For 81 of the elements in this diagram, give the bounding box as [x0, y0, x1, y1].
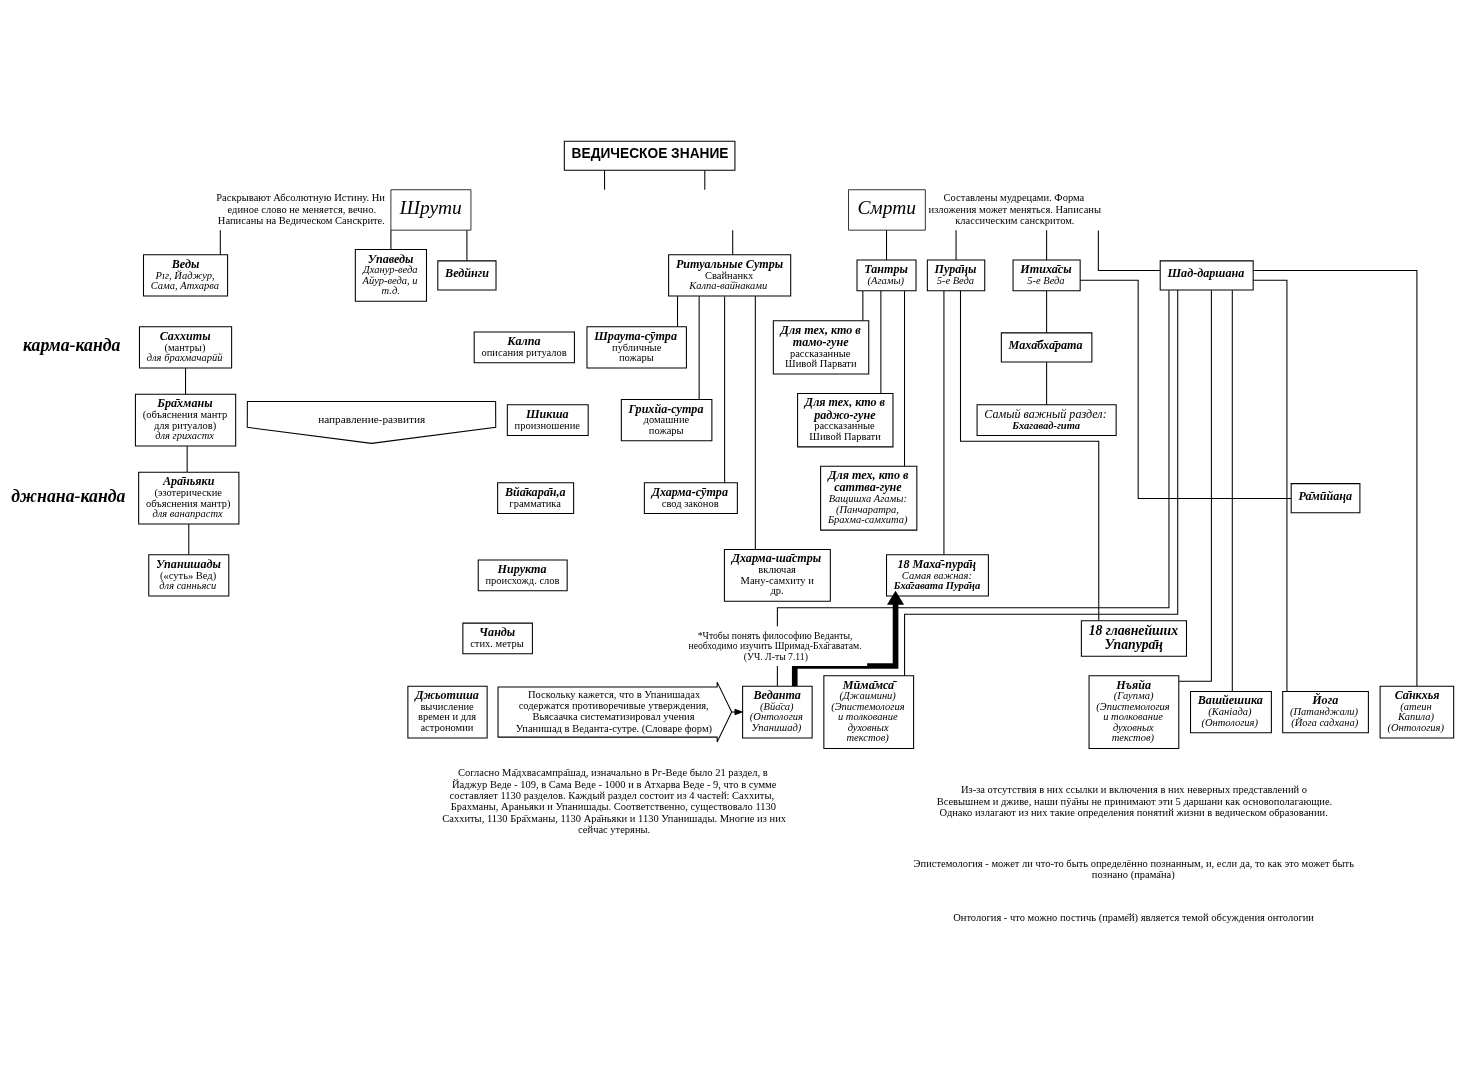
- node-box: Чанды стих. метры: [462, 622, 533, 654]
- node-box: Дхарма-сӯтра свод законов: [643, 481, 738, 514]
- node-box: Итиха̄сы 5-е Веда: [1012, 259, 1081, 291]
- node-box: Йога (Патанджали) (Йога садхана): [1282, 690, 1369, 733]
- connector: [1079, 279, 1292, 499]
- connector: [698, 295, 700, 400]
- node-box: Для тех, кто в тамо-гуне рассказанные Шивой Парвати: [772, 319, 870, 375]
- node-box: Веды Рıг, Йаджур, Сама, Атхарва: [142, 253, 229, 297]
- connector: [1252, 269, 1418, 687]
- connector: [1046, 361, 1048, 405]
- connector: [390, 229, 392, 250]
- node-box: Джьотиша вычисление времен и для астрономии: [407, 685, 488, 738]
- node-box: Для тех, кто в раджо-гуне рассказанные Шивой Парвати: [797, 392, 894, 447]
- node-box: Са̄нкхья (атеин Капила) (Онтология): [1379, 685, 1455, 738]
- connector: [959, 290, 1100, 621]
- node-box: 18 главнейших Упапура̄ң: [1080, 619, 1187, 657]
- connector: [1252, 279, 1288, 692]
- node-label: Составлены мудрецами. Форма изложения может меняться. Написаны классическим санскритом.: [928, 191, 1101, 226]
- connector: [219, 229, 221, 255]
- node-box: Нирукта происхожд. слов: [477, 559, 568, 591]
- connector: [704, 169, 706, 190]
- node-box: Саххиты (мантры) для брахмачарӣй: [138, 325, 233, 369]
- node-label: Раскрывают Абсолютную Истину. Ни единое слово не меняется, вечно. Написаны на Ведическом Санскрите.: [216, 191, 385, 226]
- node-box: Упанишады («суть» Вед) для санньяси: [148, 553, 230, 597]
- connector: [185, 367, 187, 395]
- connector: [732, 229, 734, 255]
- node-box: Смрти: [848, 188, 926, 231]
- label: Согласно Ма̄дхвасампра̄шад, изначально в Рг-Веде было 21 раздел, в Йаджур Веде - 109, в Сама Веде - 1000 и в Атхарва Веде - 9, что в сумме составляет 1130 разделов. Каждый раздел состоит из 4 частей: Саххиты, Брахманы, Араньяки и Упанишады. Соответственно, существовало 1130 Саххиты, 1130 Бра̄хманы, 1130 Ара̄ньяки и 1130 Упанишады. Многие из них сейчас утеряны.: [442, 766, 787, 835]
- connector: [1046, 229, 1048, 260]
- connector: [862, 290, 864, 321]
- node-box: Вашйешика (Каніада) (Онтология): [1190, 690, 1272, 733]
- node-box: Шад-даршана: [1159, 259, 1254, 291]
- connector: [880, 289, 882, 394]
- node-box: Ритуальные Сутры Свайнанкх Калпа-вай̄наками: [668, 253, 792, 297]
- connector: [1178, 289, 1212, 682]
- node-box: Грихйа-сутра домашние пожары: [620, 398, 713, 441]
- node-box: Шраута-сӯтра публичные пожары: [586, 325, 687, 369]
- node-box: Ра̄мӣйаңа: [1290, 482, 1361, 513]
- connector: [186, 445, 188, 473]
- node-box: Мӣма̄мса̄ (Джаимини) (Эпистемология и толкование духовных текстов): [823, 674, 915, 749]
- node-box: Тантры (Агамы): [856, 259, 917, 291]
- node-box: Самый важный раздел: Бхагавад-гита: [976, 403, 1117, 436]
- node-box: Нъяйа (Гаупма) (Эпистемология и толкование духовных текстов): [1088, 674, 1180, 749]
- connector: [1097, 229, 1161, 271]
- label: Эпистемология - может ли что-то быть определённо познанным, и, если да, то как это может быть познано (прама̄на): [913, 857, 1354, 880]
- label: Из-за отсутствия в них ссылки и включения в них неверных представлений о Всевышнем и дживе, наши пӯа̄ны не принимают эти 5 даршани как основополагающие. Однако излагают из них такие определения понятий жизни в ведическом образовании.: [936, 783, 1333, 818]
- node-box: ВЕДИЧЕСКОЕ ЗНАНИЕ: [563, 140, 736, 171]
- arrow: [791, 590, 905, 686]
- node-box: Упаведы Дханур-веда Айур-веда, и т.д.: [354, 248, 427, 302]
- connector: [886, 229, 888, 260]
- node-box: Ведйнги: [437, 259, 497, 291]
- connector: [754, 295, 756, 550]
- label: карма-канда: [23, 334, 121, 355]
- node-box: Бра̄хманы (объяснения мантр для ритуалов) для грихастх: [134, 393, 237, 447]
- node-box: Калпа описания ритуалов: [473, 331, 575, 363]
- connector: [904, 290, 906, 467]
- connector: [724, 295, 726, 483]
- node-box: Вйа̄кара̄н,а грамматика: [497, 481, 575, 514]
- connector: [776, 289, 1170, 686]
- label: джнана-канда: [11, 485, 126, 506]
- node-box: Маха̄бха̄рата: [1000, 331, 1093, 362]
- node-box: Шрути: [390, 188, 472, 231]
- edge-label: *Чтобы понять философию Веданты, необходимо изучить Шримад-Бха̄гаватам. (УЧ. Л-ты 7.11): [688, 629, 862, 662]
- node-box: 18 Маха̄-пура̄ң Самая важная: Бха̄гавата Пура̄ңа: [886, 553, 989, 597]
- arrow: [731, 708, 744, 715]
- connector: [1231, 289, 1233, 692]
- node-box: Пура̄ңы 5-е Веда: [926, 259, 986, 291]
- node-box: Для тех, кто в саттва-гуне Ващишха Агамы: (Панчаратра, Брахма-самхита): [820, 465, 918, 531]
- connector: [1046, 290, 1048, 333]
- connector: [677, 295, 679, 327]
- connector: [904, 288, 1179, 676]
- label: Онтология - что можно постичь (праме̄й) является темой обсуждения онтологии: [953, 911, 1314, 923]
- connector: [604, 169, 606, 190]
- node-box: Дхарма-ша̄стры включая Ману-самхиту и др.: [723, 548, 831, 602]
- node-box: Веданта (Вйа̄са) (Онтология Упанишад): [742, 685, 813, 738]
- connector: [955, 229, 957, 260]
- node-box: Шикша произношение: [506, 403, 589, 436]
- connector: [466, 229, 468, 261]
- node-box: Ара̄ньяки (эзотерические объяснения мантр) для ванапрастх: [138, 471, 240, 525]
- connector: [188, 523, 190, 555]
- connector: [943, 289, 945, 555]
